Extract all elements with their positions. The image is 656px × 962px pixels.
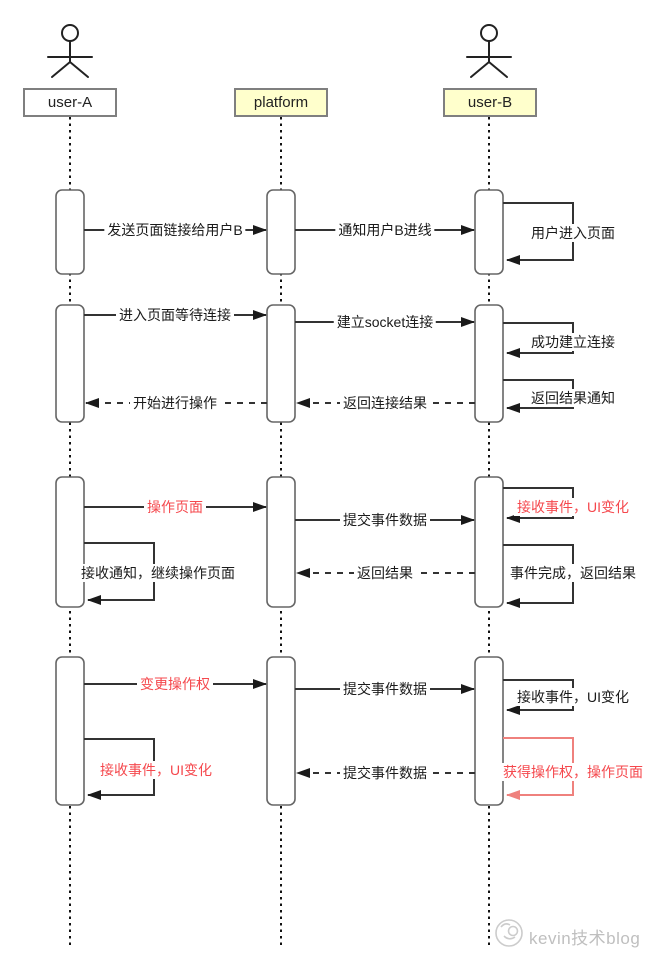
message-label: 接收事件，UI变化 (514, 688, 632, 706)
actor-figure-user-b (466, 24, 512, 78)
watermark-text: kevin技术blog (529, 929, 641, 948)
message-label: 提交事件数据 (340, 680, 430, 698)
activation-bar (55, 476, 85, 608)
message-label: 建立socket连接 (333, 313, 437, 331)
activation-bar (55, 304, 85, 423)
actor-figure-user-a (47, 24, 93, 78)
message-label: 用户进入页面 (528, 224, 618, 242)
message-label: 操作页面 (144, 498, 206, 516)
message-label: 开始进行操作 (130, 394, 220, 412)
activation-bar (474, 189, 504, 275)
message-label: 发送页面链接给用户B (104, 221, 246, 239)
activation-bar (266, 476, 296, 608)
message-label: 变更操作权 (137, 675, 213, 693)
message-label: 获得操作权，操作页面 (500, 763, 646, 781)
message-label: 通知用户B进线 (335, 221, 435, 239)
message-label: 返回结果 (354, 564, 416, 582)
actor-box-user-a: user-A (23, 88, 117, 117)
activation-bar (266, 189, 296, 275)
activation-bar (55, 656, 85, 806)
activation-bars (55, 189, 504, 806)
message-label: 返回连接结果 (340, 394, 430, 412)
message-label: 提交事件数据 (340, 764, 430, 782)
activation-bar (474, 304, 504, 423)
message-label: 进入页面等待连接 (116, 306, 234, 324)
actor-box-user-b: user-B (443, 88, 537, 117)
message-label: 返回结果通知 (528, 389, 618, 407)
actor-box-platform: platform (234, 88, 328, 117)
activation-bar (266, 656, 296, 806)
activation-bar (55, 189, 85, 275)
activation-bar (474, 476, 504, 608)
message-label: 接收事件，UI变化 (514, 498, 632, 516)
activation-bar (266, 304, 296, 423)
message-label: 接收通知，继续操作页面 (78, 564, 238, 582)
watermark-logo-icon (495, 919, 523, 947)
message-label: 成功建立连接 (528, 333, 618, 351)
activation-bar (474, 656, 504, 806)
message-label: 事件完成，返回结果 (507, 564, 639, 582)
message-label: 接收事件，UI变化 (97, 761, 215, 779)
message-label: 提交事件数据 (340, 511, 430, 529)
